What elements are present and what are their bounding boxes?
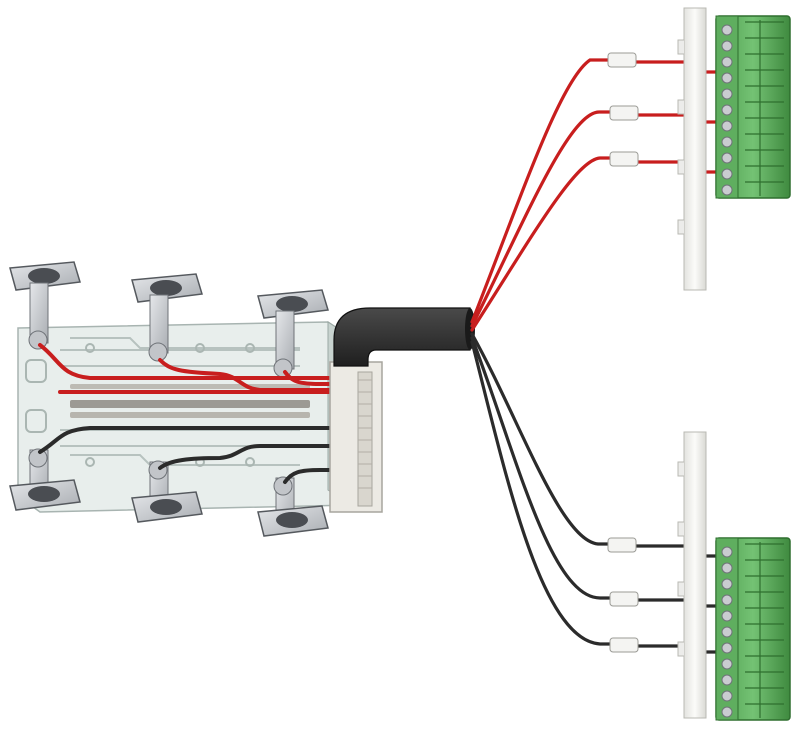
wire-ferrules <box>607 52 639 653</box>
ferrule-red-2 <box>609 105 639 121</box>
bottom-marker-rail <box>677 431 707 719</box>
top-terminal-block <box>677 7 791 291</box>
ferrule-black-1 <box>607 537 637 553</box>
ferrule-red-1 <box>607 52 637 68</box>
wire-clip-block <box>329 361 383 513</box>
bottom-green-connector <box>715 537 791 721</box>
ferrule-red-3 <box>609 151 639 167</box>
lug-top-1 <box>9 261 81 350</box>
ferrule-black-3 <box>609 637 639 653</box>
lug-bottom-3 <box>257 476 329 537</box>
lug-bottom-2 <box>131 460 203 523</box>
lug-top-3 <box>257 289 329 378</box>
lug-top-2 <box>131 273 203 362</box>
busbar-assembly <box>9 261 383 537</box>
top-terminal-lugs <box>9 261 329 378</box>
top-marker-rail <box>677 7 707 291</box>
black-fanout-wires <box>470 332 722 654</box>
ferrule-black-2 <box>609 591 639 607</box>
cable-sleeve <box>333 307 475 367</box>
bottom-terminal-block <box>677 431 791 721</box>
lug-bottom-1 <box>9 448 81 511</box>
bottom-terminal-lugs <box>9 448 329 537</box>
guide-channels <box>60 337 300 466</box>
top-green-connector <box>715 15 791 199</box>
plate-cutouts <box>25 343 255 467</box>
red-fanout-wires <box>470 58 722 332</box>
